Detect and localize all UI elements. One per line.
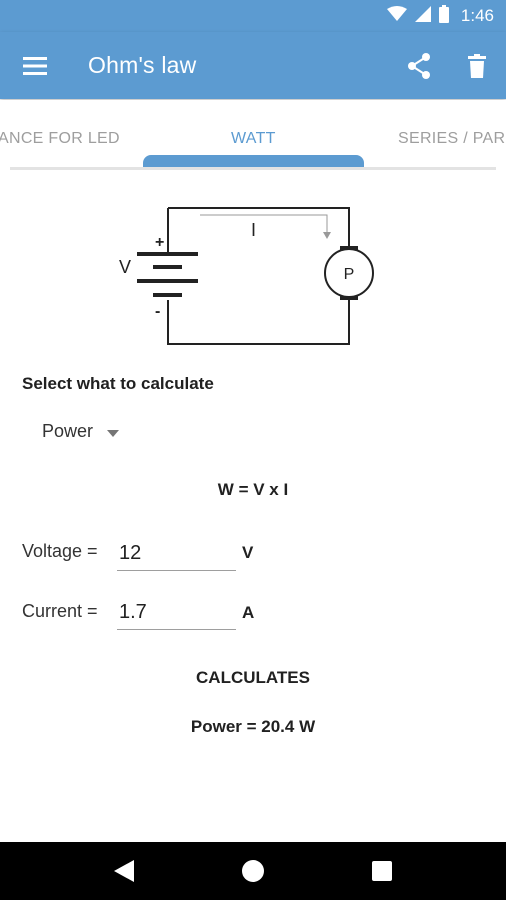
status-bar: 1:46 — [0, 0, 506, 32]
tab-series-parallel[interactable]: SERIES / PAR — [398, 130, 506, 147]
cellular-signal-icon — [414, 5, 431, 27]
battery-icon — [438, 4, 449, 28]
status-time: 1:46 — [460, 6, 494, 25]
voltage-input[interactable] — [117, 537, 236, 571]
voltage-symbol: V — [119, 257, 131, 277]
active-tab-indicator — [143, 155, 364, 167]
home-icon[interactable] — [223, 842, 283, 900]
circuit-diagram: P + - V I — [119, 207, 374, 345]
delete-icon[interactable] — [448, 32, 506, 99]
tab-divider — [10, 167, 496, 170]
result-text: Power = 20.4 W — [190, 717, 316, 736]
current-label: Current = — [22, 601, 98, 621]
plus-sign: + — [155, 234, 164, 251]
tab-bar: ANCE FOR LED WATT SERIES / PAR — [0, 100, 506, 170]
current-input[interactable] — [117, 596, 236, 630]
minus-sign: - — [155, 303, 160, 320]
dropdown-arrow-icon — [107, 421, 120, 442]
load-label: P — [344, 266, 355, 283]
dropdown-value: Power — [42, 421, 94, 441]
current-symbol: I — [251, 220, 256, 240]
battery-symbol — [137, 252, 198, 297]
current-unit: A — [242, 603, 255, 622]
share-icon[interactable] — [390, 32, 448, 99]
voltage-unit: V — [242, 543, 254, 562]
tab-resistance-for-led[interactable]: ANCE FOR LED — [0, 130, 120, 147]
tab-watt[interactable]: WATT — [231, 130, 276, 147]
back-icon[interactable] — [94, 842, 154, 900]
app-bar: Ohm's law — [0, 32, 506, 99]
select-label: Select what to calculate — [22, 374, 214, 393]
calculate-dropdown[interactable]: Power — [42, 421, 120, 442]
wifi-icon — [386, 5, 407, 27]
app-title: Ohm's law — [88, 52, 197, 78]
menu-icon[interactable] — [0, 32, 70, 99]
formula: W = V x I — [217, 480, 289, 499]
voltage-label: Voltage = — [22, 541, 98, 561]
calculates-heading: CALCULATES — [196, 668, 310, 687]
load-symbol — [324, 248, 374, 298]
recents-icon[interactable] — [352, 842, 412, 900]
navigation-bar — [0, 842, 506, 900]
